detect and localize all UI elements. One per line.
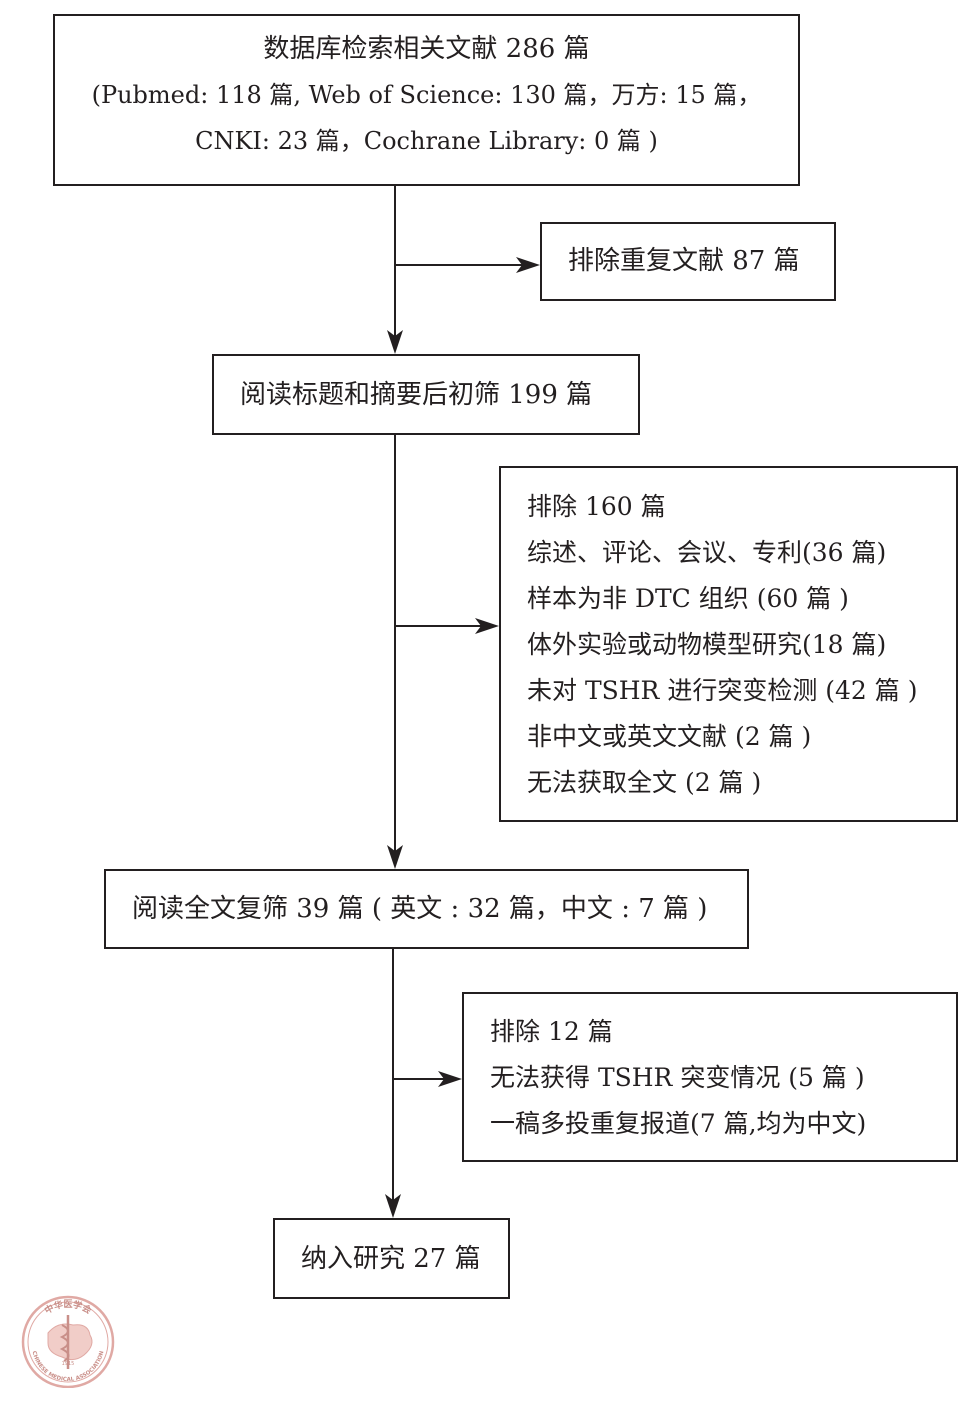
exclude-reason-duplicate-report: 一稿多投重复报道(7 篇,均为中文) [490,1109,867,1138]
logo-year: 1915 [62,1361,75,1367]
box-database-search: 数据库检索相关文献 286 篇 (Pubmed: 118 篇, Web of S… [53,14,800,186]
arrowhead-down-1 [387,330,403,354]
initial-screening-text: 阅读标题和摘要后初筛 199 篇 [240,380,593,410]
exclude-reason-no-tshr: 未对 TSHR 进行突变检测 (42 篇 ) [527,676,918,705]
box-included-studies: 纳入研究 27 篇 [273,1218,510,1299]
fulltext-screening-text: 阅读全文复筛 39 篇 ( 英文 : 32 篇，中文 : 7 篇 ) [132,894,708,924]
logo-text-top: 中华医学会 [42,1298,94,1317]
included-studies-text: 纳入研究 27 篇 [301,1244,481,1274]
box-exclude-duplicates: 排除重复文献 87 篇 [540,222,836,301]
exclude-reason-no-fulltext: 无法获取全文 (2 篇 ) [527,768,762,797]
exclude-reason-in-vitro: 体外实验或动物模型研究(18 篇) [527,630,887,659]
exclude-reason-tshr-unknown: 无法获得 TSHR 突变情况 (5 篇 ) [490,1063,865,1092]
exclude-reason-language: 非中文或英文文献 (2 篇 ) [527,722,812,751]
search-sources-line1: (Pubmed: 118 篇, Web of Science: 130 篇，万方… [91,81,762,109]
exclude-160-heading: 排除 160 篇 [527,492,666,521]
arrowhead-right-1 [516,257,540,273]
exclude-12-heading: 排除 12 篇 [490,1017,613,1046]
arrowhead-right-2 [475,618,499,634]
exclude-reason-reviews: 综述、评论、会议、专利(36 篇) [527,538,887,567]
box-fulltext-screening: 阅读全文复筛 39 篇 ( 英文 : 32 篇，中文 : 7 篇 ) [104,869,749,949]
svg-text:中华医学会: 中华医学会 [42,1298,94,1317]
arrowhead-down-3 [385,1194,401,1218]
arrowhead-down-2 [387,845,403,869]
box-exclude-second-round: 排除 12 篇 无法获得 TSHR 突变情况 (5 篇 ) 一稿多投重复报道(7… [462,992,958,1162]
search-total: 数据库检索相关文献 286 篇 [263,34,590,64]
search-sources-line2: CNKI: 23 篇，Cochrane Library: 0 篇 ) [195,127,658,155]
exclude-duplicates-text: 排除重复文献 87 篇 [568,246,800,276]
box-initial-screening: 阅读标题和摘要后初筛 199 篇 [212,354,640,435]
arrowhead-right-3 [438,1071,462,1087]
box-exclude-first-round: 排除 160 篇 综述、评论、会议、专利(36 篇) 样本为非 DTC 组织 (… [499,466,958,822]
exclude-reason-non-dtc: 样本为非 DTC 组织 (60 篇 ) [527,584,849,613]
cma-logo-icon: 中华医学会 CHINESE MEDICAL ASSOCIATION 1915 [21,1295,115,1388]
